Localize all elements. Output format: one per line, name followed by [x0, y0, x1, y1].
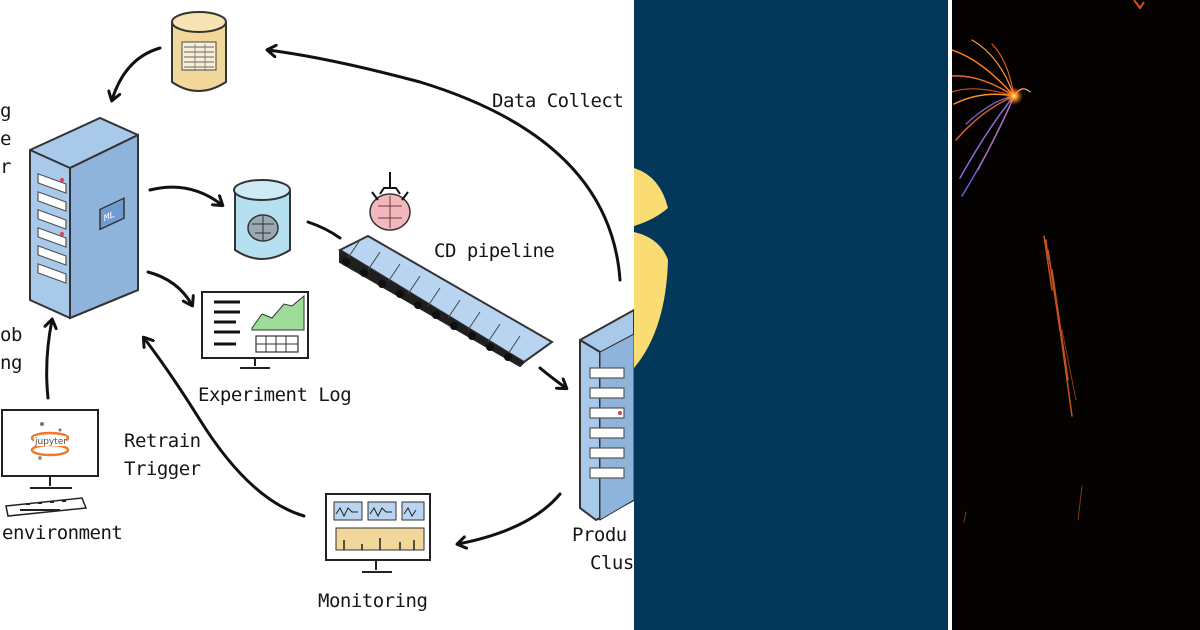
- cd-pipeline-label: CD pipeline: [434, 240, 555, 262]
- arrow-data-collect: [268, 50, 622, 282]
- arrow-db-to-server: [112, 46, 162, 100]
- trigger-label: Trigger: [124, 458, 201, 480]
- arrow-jupyter-to-server: [47, 320, 52, 400]
- jupyter-environment-icon: jupyter: [1, 409, 99, 517]
- production-label: Produ: [572, 524, 627, 546]
- mlops-diagram: ML: [0, 11, 634, 612]
- arrow-server-to-model: [148, 185, 222, 205]
- claw-brain-icon: [369, 172, 411, 231]
- training-server-icon: ML: [29, 116, 139, 320]
- link-model-to-pipeline: [306, 220, 342, 240]
- arrow-cluster-to-monitoring: [458, 492, 562, 544]
- left-fragment-1: g: [0, 100, 11, 122]
- retrain-label: Retrain: [124, 430, 201, 452]
- left-fragment-5: ng: [0, 352, 22, 374]
- fireworks-photo: [952, 0, 1200, 630]
- monitoring-dashboard-icon: [325, 493, 431, 573]
- arrow-pipeline-to-cluster: [538, 366, 566, 388]
- cluster-label: Clus: [590, 552, 634, 574]
- environment-label: environment: [2, 522, 123, 544]
- production-cluster-server-icon: [579, 308, 634, 522]
- panel-divider: [948, 0, 952, 630]
- model-registry-icon: [233, 179, 291, 260]
- left-fragment-3: r: [0, 156, 11, 178]
- data-collect-label: Data Collect: [492, 90, 624, 112]
- fireworks-image: [952, 0, 1145, 523]
- arrow-server-to-log: [146, 270, 192, 305]
- left-fragment-2: e: [0, 128, 11, 150]
- partial-logo-icon: [634, 168, 668, 368]
- monitoring-label: Monitoring: [318, 590, 428, 612]
- arrow-retrain-trigger: [144, 338, 306, 518]
- diagram-drawing: ML: [1, 11, 634, 573]
- experiment-log-label: Experiment Log: [198, 384, 352, 406]
- cd-pipeline-conveyor-icon: [337, 234, 554, 368]
- feature-store-db-icon: [171, 11, 227, 92]
- left-fragment-4: ob: [0, 324, 22, 346]
- server-badge-text: ML: [104, 209, 115, 225]
- navy-logo-panel: [634, 0, 948, 630]
- jupyter-text: jupyter: [34, 437, 67, 447]
- experiment-log-monitor-icon: [201, 291, 309, 369]
